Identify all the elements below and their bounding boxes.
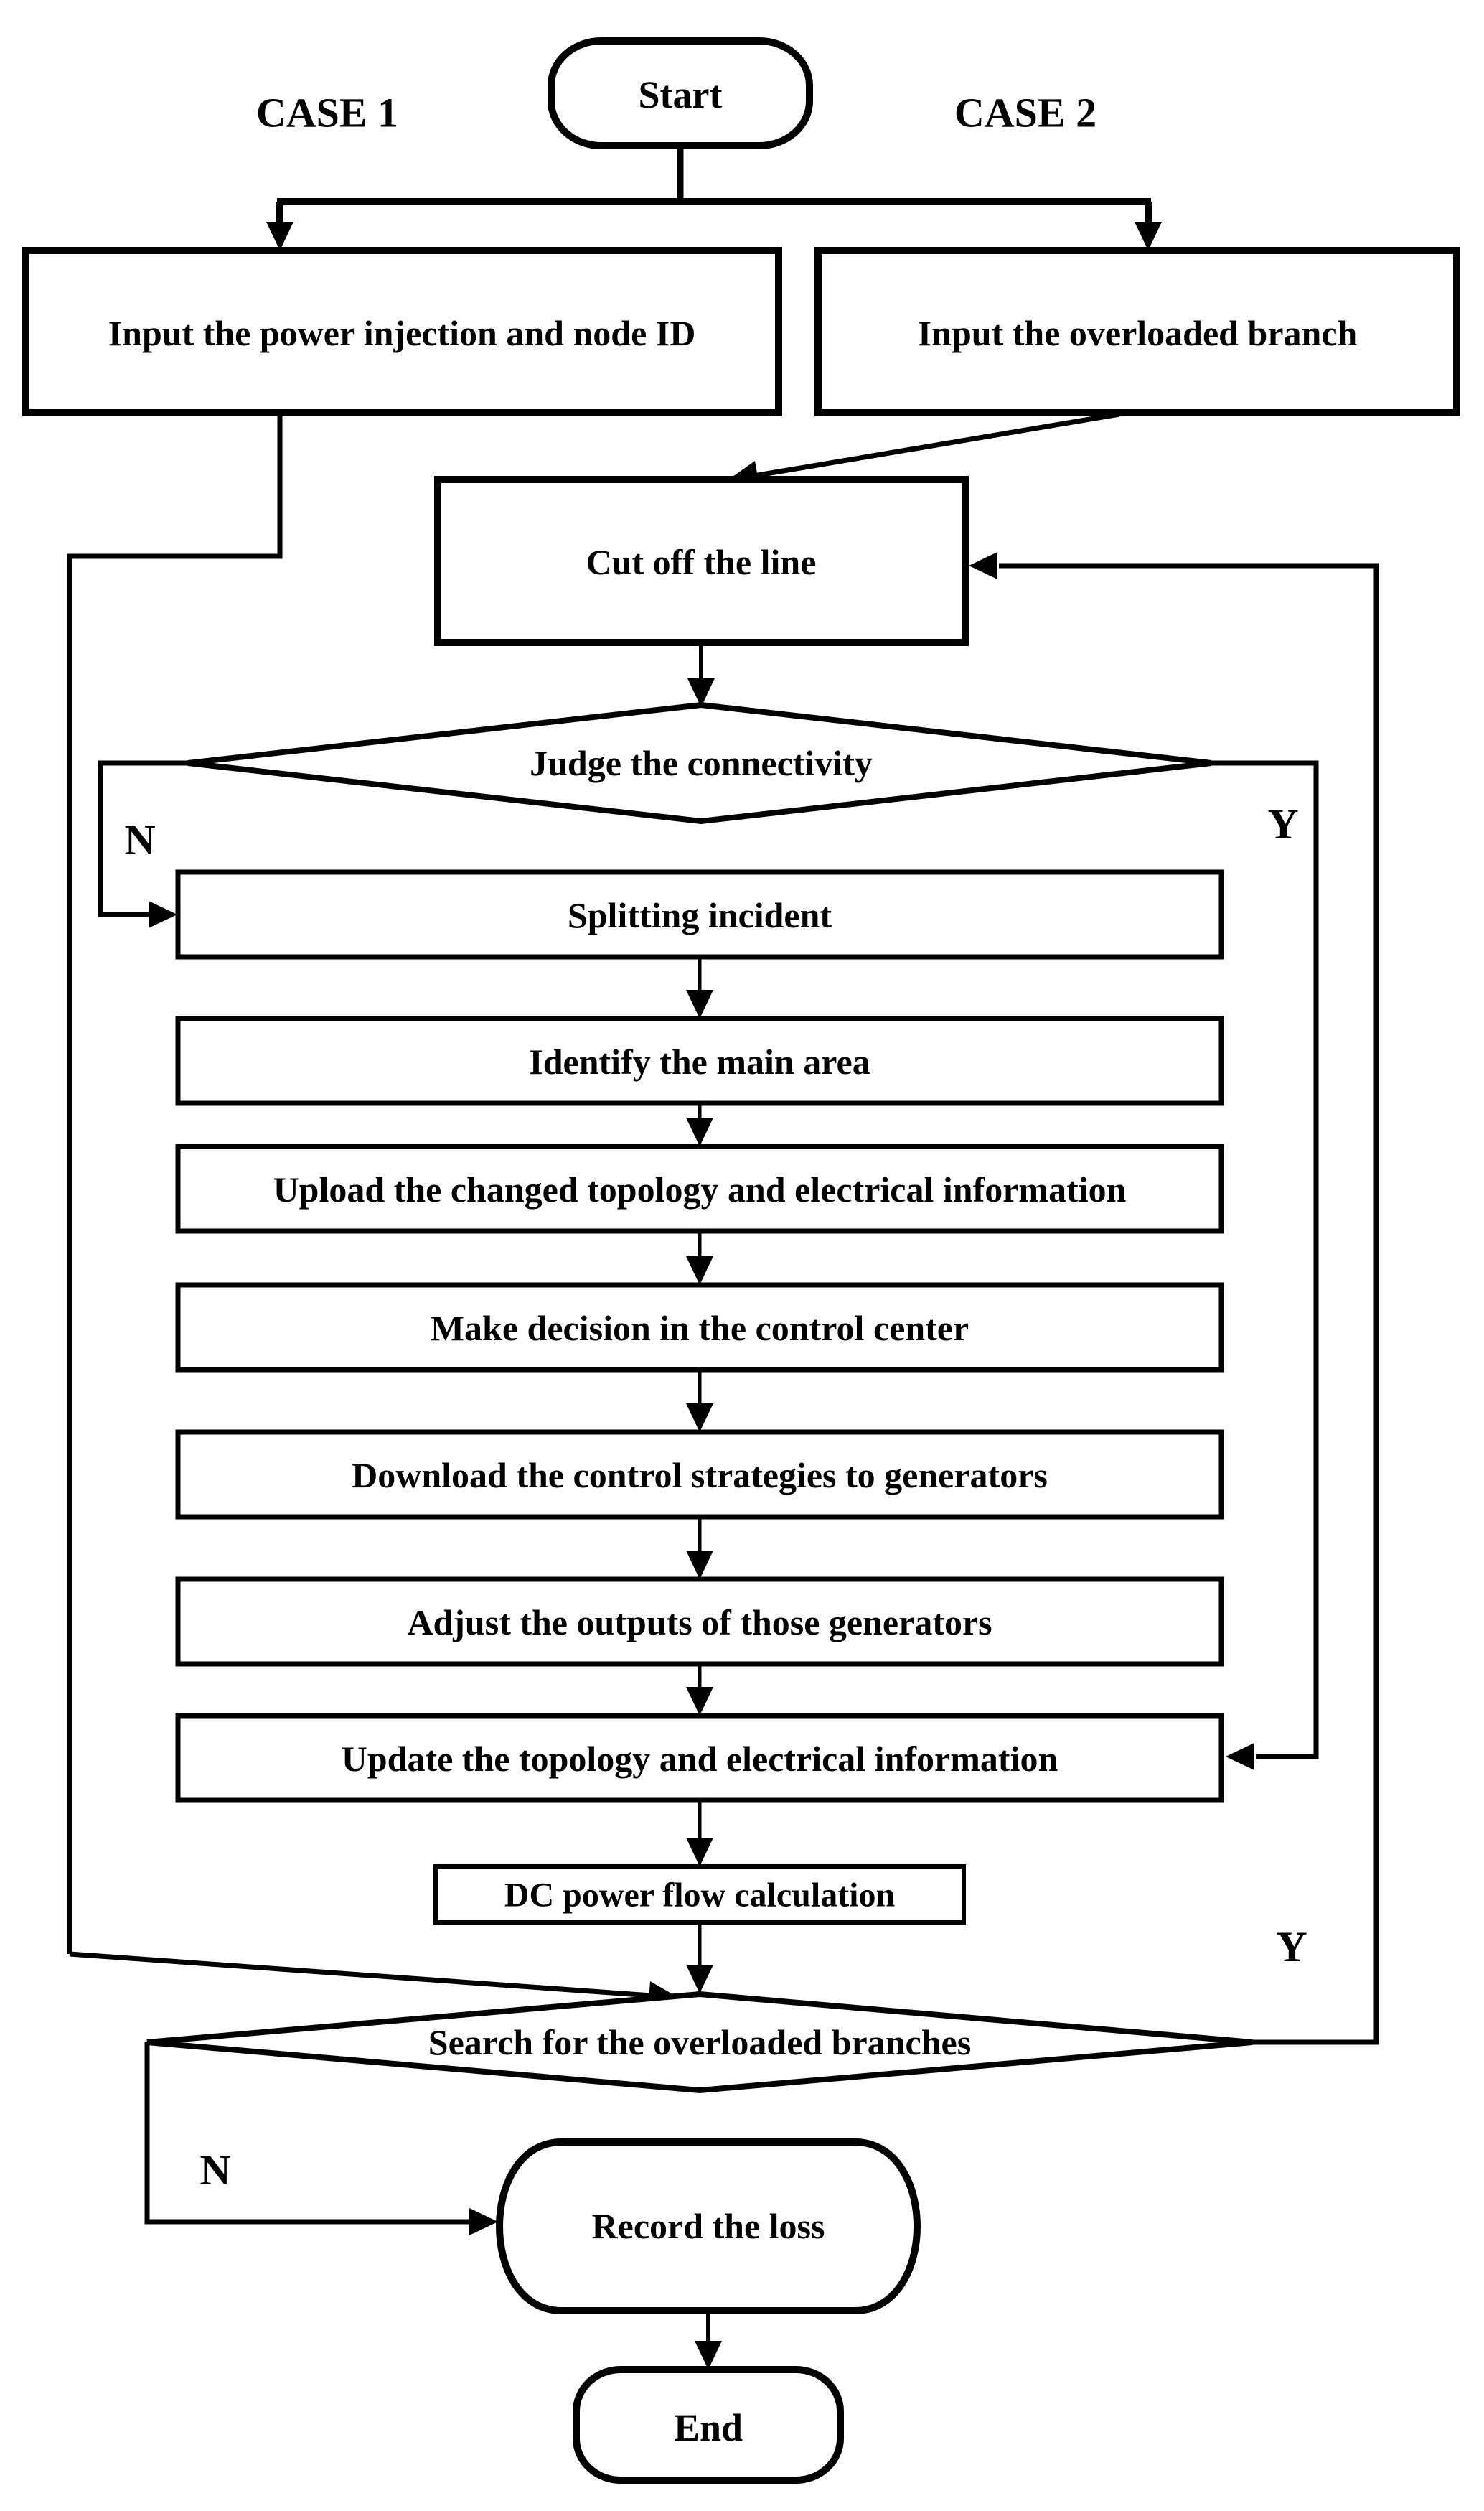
terminator-record-label: Record the loss (592, 2206, 825, 2246)
terminator-record (496, 2138, 921, 2314)
process-input-case1-label: Input the power injection and node ID (108, 313, 696, 353)
arrowhead-into-input-case1 (266, 222, 293, 251)
arrowhead-into-decision (686, 1256, 713, 1285)
decision-judge (187, 701, 1212, 825)
process-decision-label: Make decision in the control center (431, 1308, 969, 1348)
terminator-end (573, 2366, 844, 2484)
edge-judge-yes (1211, 760, 1319, 1759)
arrowhead-into-update (686, 1687, 713, 1716)
process-decision (175, 1282, 1224, 1373)
process-upload (175, 1144, 1224, 1234)
search-yes-label: Y (1276, 1923, 1307, 1970)
process-input-case1 (22, 247, 782, 416)
process-update (175, 1713, 1224, 1803)
case2-label: CASE 2 (954, 90, 1096, 136)
process-upload-label: Upload the changed topology and electric… (273, 1169, 1127, 1210)
process-download (175, 1429, 1224, 1520)
arrowhead-into-download (686, 1403, 713, 1432)
arrowhead-into-search (686, 1965, 713, 1993)
process-input-case2-label: Input the overloaded branch (918, 313, 1358, 353)
process-download-label: Download the control strategies to gener… (352, 1455, 1048, 1495)
terminator-end-label: End (674, 2406, 743, 2449)
arrowhead-into-record (469, 2208, 498, 2235)
edge-case2-to-cutoff (748, 411, 1120, 480)
edge-case1-bypass-diagonal (69, 1951, 652, 1998)
arrowhead-into-identify (686, 990, 713, 1019)
process-update-label: Update the topology and electrical infor… (342, 1739, 1058, 1779)
arrowhead-into-cutoff-right (969, 552, 997, 579)
decision-search-label: Search for the overloaded branches (428, 2022, 971, 2062)
decision-search (146, 1991, 1253, 2094)
process-splitting-label: Splitting incident (568, 895, 832, 935)
arrowhead-into-adjust (686, 1551, 713, 1579)
judge-yes-label: Y (1267, 800, 1298, 848)
process-cutoff-label: Cut off the line (586, 542, 817, 582)
arrowhead-into-judge (687, 678, 715, 707)
arrowhead-into-dcflow (686, 1838, 713, 1866)
edge-case1-bypass (67, 413, 283, 1954)
arrowhead-into-input-case2 (1135, 222, 1162, 251)
terminator-start-label: Start (639, 73, 723, 116)
arrowhead-into-update-right (1226, 1743, 1254, 1770)
edge-search-no (144, 2042, 471, 2225)
arrowhead-into-upload (686, 1118, 713, 1146)
decision-judge-label: Judge the connectivity (530, 743, 873, 783)
edge-judge-no (98, 760, 188, 917)
process-dcflow (433, 1864, 966, 1925)
process-input-case2 (814, 247, 1460, 416)
edge-search-yes-loop (999, 563, 1379, 2045)
judge-no-label: N (124, 816, 155, 864)
arrowhead-into-splitting (149, 901, 177, 928)
process-identify-label: Identify the main area (529, 1042, 870, 1082)
arrowhead-into-end (695, 2341, 722, 2370)
search-no-label: N (199, 2146, 230, 2194)
process-adjust-label: Adjust the outputs of those generators (407, 1602, 992, 1642)
case1-label: CASE 1 (256, 90, 398, 136)
process-dcflow-label: DC power flow calculation (504, 1876, 895, 1914)
